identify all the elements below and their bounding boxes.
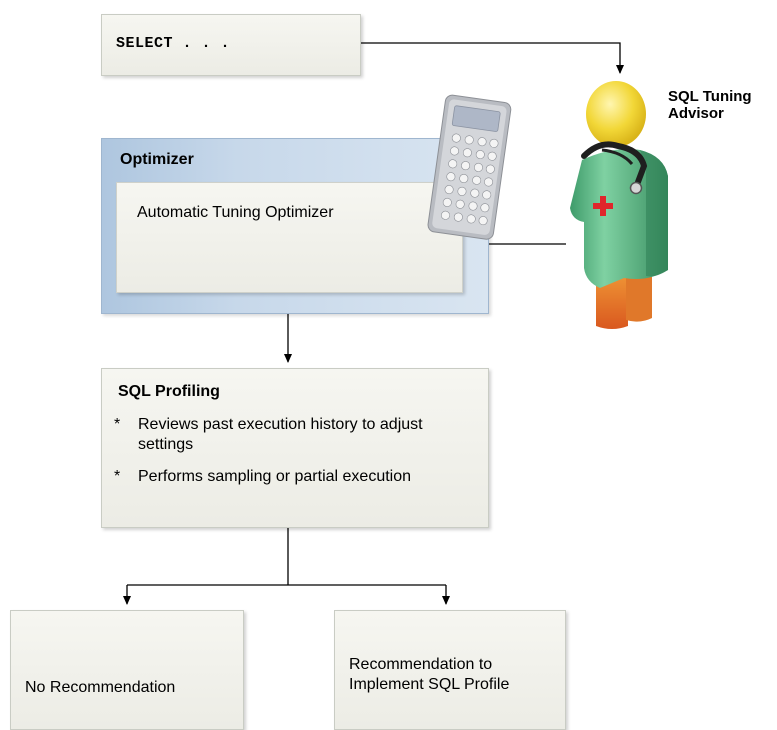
sql-tuning-advisor-label: SQL Tuning Advisor [668,88,752,122]
bullet-text: Performs sampling or partial execution [138,468,412,485]
bullet-marker: * [114,416,121,433]
optimizer-title: Optimizer [120,151,194,168]
recommendation-label: Recommendation to Implement SQL Profile [349,656,510,693]
sql-profiling-box: SQL Profiling * Reviews past execution h… [101,368,489,528]
automatic-tuning-optimizer-box: Automatic Tuning Optimizer [116,182,463,293]
sql-statement-text: SELECT . . . [116,35,231,52]
automatic-tuning-optimizer-label: Automatic Tuning Optimizer [137,204,334,221]
no-recommendation-box: No Recommendation [10,610,244,730]
recommendation-box: Recommendation to Implement SQL Profile [334,610,566,730]
bullet-marker: * [114,468,121,485]
no-recommendation-label: No Recommendation [25,679,176,696]
select-to-advisor-arrow [361,42,624,74]
bullet-text: Reviews past execution history to adjust… [138,416,423,453]
sql-profiling-title: SQL Profiling [118,383,220,400]
sql-statement-box: SELECT . . . [101,14,361,76]
